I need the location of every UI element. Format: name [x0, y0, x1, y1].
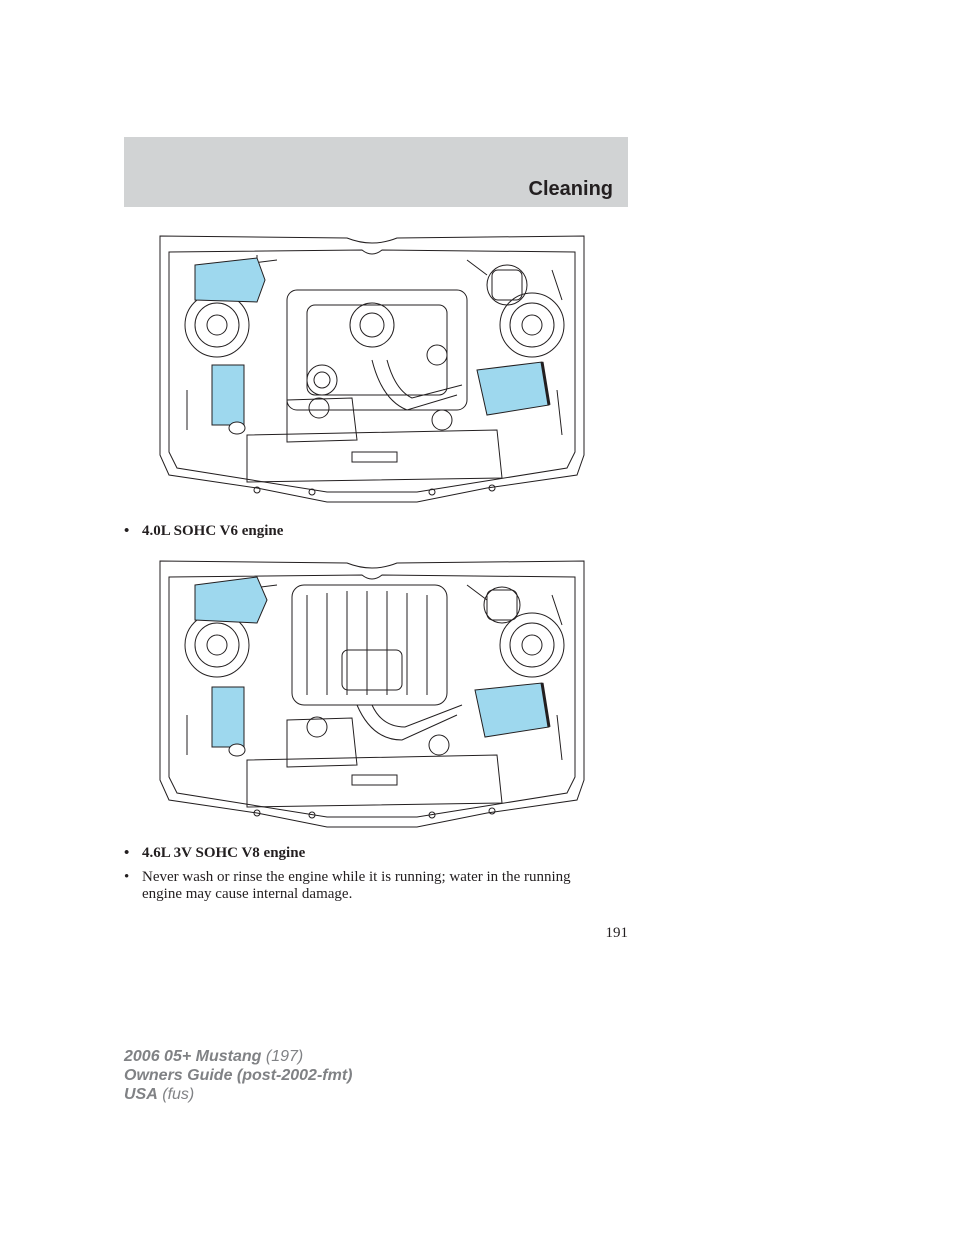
bullet-item-warning: • Never wash or rinse the engine while i…: [124, 869, 571, 902]
section-title: Cleaning: [528, 178, 613, 200]
bullet-item-v8: • 4.6L 3V SOHC V8 engine: [124, 845, 306, 861]
document-footer: 2006 05+ Mustang (197) Owners Guide (pos…: [124, 1047, 352, 1104]
footer-line-3: USA (fus): [124, 1086, 195, 1103]
footer-line-2: Owners Guide (post-2002-fmt): [124, 1067, 353, 1084]
bullet-dot-icon: •: [124, 523, 130, 539]
page-number: 191: [605, 925, 629, 941]
footer-line-1: 2006 05+ Mustang (197): [124, 1048, 304, 1065]
bullet-item-v6: • 4.0L SOHC V6 engine: [124, 523, 284, 539]
engine-diagram-v6: [157, 230, 587, 508]
section-header-band: Cleaning: [124, 137, 628, 207]
bullet-dot-icon: •: [124, 869, 130, 885]
bullet-dot-icon: •: [124, 845, 130, 861]
engine-diagram-v8: [157, 555, 587, 831]
